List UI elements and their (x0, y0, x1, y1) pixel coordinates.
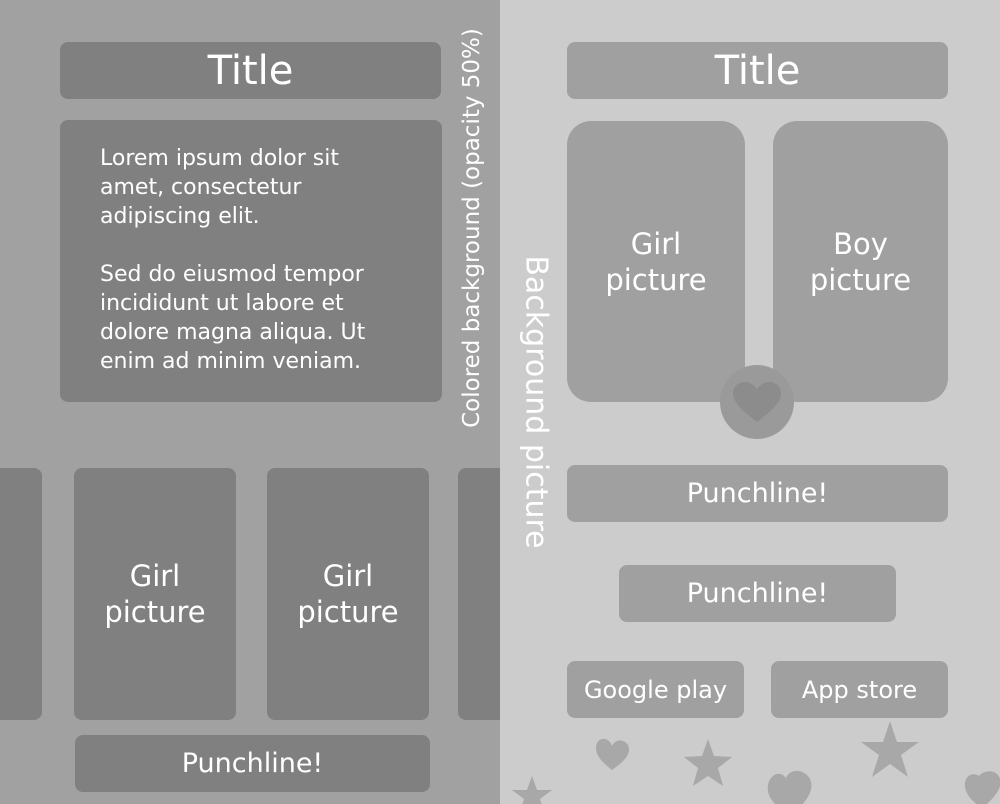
left-girl-card-2-label: Girl picture (297, 558, 398, 630)
right-boy-card[interactable]: Boy picture (773, 121, 948, 402)
heart-icon (733, 382, 781, 422)
right-punchline-2-label: Punchline! (686, 578, 829, 609)
background-picture-label: Background picture (518, 255, 554, 549)
left-text-box: Lorem ipsum dolor sit amet, consectetur … (60, 120, 442, 402)
right-boy-card-line1: Boy (833, 226, 888, 261)
left-girl-card-2-line1: Girl (322, 559, 374, 593)
right-punchline-button-1[interactable]: Punchline! (567, 465, 948, 522)
app-store-label: App store (801, 675, 918, 704)
right-boy-card-line2: picture (809, 262, 912, 297)
star-icon-2 (861, 721, 919, 777)
right-title: Title (567, 42, 948, 99)
right-girl-card-line1: Girl (630, 226, 682, 261)
heart-icon-corner (964, 771, 1000, 804)
right-boy-card-label: Boy picture (810, 226, 911, 298)
star-icon-1 (684, 739, 732, 786)
heart-icon-small (596, 738, 630, 770)
google-play-button[interactable]: Google play (567, 661, 744, 718)
right-girl-card[interactable]: Girl picture (567, 121, 745, 402)
star-icon-3 (512, 776, 552, 804)
heart-badge[interactable] (720, 365, 794, 439)
colored-background-label: Colored background (opacity 50%) (459, 28, 485, 428)
left-title-text: Title (207, 47, 294, 94)
app-store-button[interactable]: App store (771, 661, 948, 718)
left-title: Title (60, 42, 441, 99)
right-punchline-1-label: Punchline! (686, 478, 829, 509)
left-girl-card-2-line2: picture (297, 595, 399, 629)
left-punchline-label: Punchline! (181, 748, 324, 779)
left-punchline-button[interactable]: Punchline! (75, 735, 430, 792)
left-paragraph-1: Lorem ipsum dolor sit amet, consectetur … (100, 146, 339, 229)
left-girl-card-1[interactable]: Girl picture (74, 468, 236, 720)
left-card-partial-right (458, 468, 500, 720)
heart-icon-bottom (767, 771, 812, 804)
google-play-label: Google play (583, 675, 728, 704)
left-girl-card-1-line2: picture (104, 595, 206, 629)
left-girl-card-2[interactable]: Girl picture (267, 468, 429, 720)
left-card-partial-left (0, 468, 42, 720)
right-title-text: Title (714, 47, 801, 94)
right-punchline-button-2[interactable]: Punchline! (619, 565, 896, 622)
left-girl-card-1-label: Girl picture (104, 558, 205, 630)
left-girl-card-1-line1: Girl (129, 559, 181, 593)
left-paragraph-2: Sed do eiusmod tempor incididunt ut labo… (100, 262, 366, 374)
right-girl-card-line2: picture (605, 262, 707, 297)
right-girl-card-label: Girl picture (605, 226, 706, 298)
